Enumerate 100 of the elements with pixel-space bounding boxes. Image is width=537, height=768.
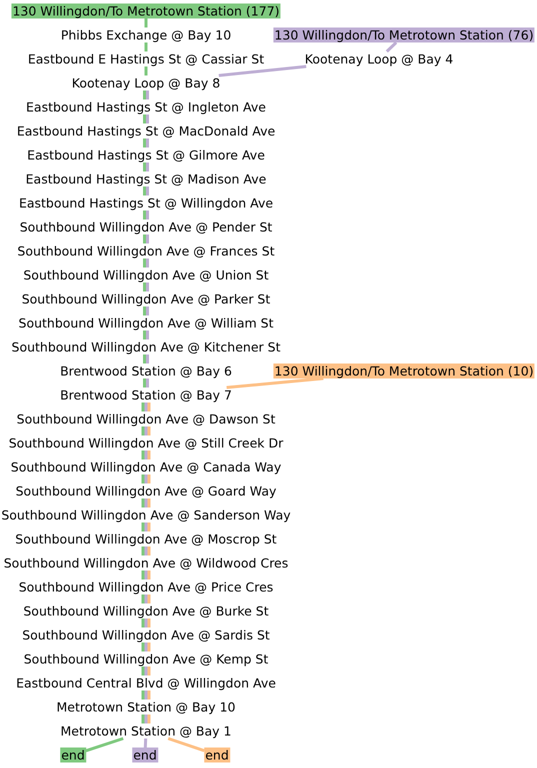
stop-label: Eastbound Hastings St @ MacDonald Ave bbox=[16, 124, 276, 138]
route-line bbox=[146, 138, 149, 148]
stop-label: Southbound Willingdon Ave @ Canada Way bbox=[10, 460, 282, 474]
route-label: 130 Willingdon/To Metrotown Station (177) bbox=[11, 4, 281, 18]
route-line bbox=[144, 642, 148, 652]
route-line bbox=[143, 378, 146, 388]
route-line bbox=[144, 714, 148, 724]
route-line bbox=[143, 354, 146, 364]
route-line bbox=[146, 330, 149, 340]
stop-label: Southbound Willingdon Ave @ Goard Way bbox=[14, 484, 278, 498]
route-line bbox=[148, 498, 150, 508]
stop-label: Southbound Willingdon Ave @ Burke St bbox=[22, 604, 270, 618]
stop-label: Southbound Willingdon Ave @ Frances St bbox=[16, 244, 276, 258]
route-line bbox=[144, 66, 148, 76]
stop-label: Southbound Willingdon Ave @ Parker St bbox=[20, 292, 272, 306]
route-line bbox=[144, 42, 148, 52]
route-line bbox=[142, 666, 144, 676]
route-line bbox=[148, 714, 150, 724]
route-line bbox=[146, 162, 149, 172]
stop-label: Kootenay Loop @ Bay 4 bbox=[304, 52, 454, 66]
route-line bbox=[144, 570, 148, 580]
route-line bbox=[143, 234, 146, 244]
stop-label: Eastbound Central Blvd @ Willingdon Ave bbox=[15, 676, 277, 690]
route-line bbox=[144, 546, 148, 556]
route-line bbox=[142, 690, 144, 700]
stop-label: Eastbound Hastings St @ Willingdon Ave bbox=[18, 196, 274, 210]
route-label: 130 Willingdon/To Metrotown Station (10) bbox=[273, 364, 535, 378]
stop-label: Kootenay Loop @ Bay 8 bbox=[70, 76, 222, 90]
route-line bbox=[146, 258, 149, 268]
route-line bbox=[143, 210, 146, 220]
route-line bbox=[148, 690, 150, 700]
stop-label: Southbound Willingdon Ave @ Dawson St bbox=[16, 412, 276, 426]
route-line bbox=[146, 282, 149, 292]
route-line bbox=[142, 546, 144, 556]
route-line bbox=[148, 402, 150, 412]
stop-label: Phibbs Exchange @ Bay 10 bbox=[60, 28, 232, 42]
route-line bbox=[142, 714, 144, 724]
stop-label: Eastbound Hastings St @ Ingleton Ave bbox=[25, 100, 267, 114]
stop-label: Southbound Willingdon Ave @ Sardis St bbox=[21, 628, 271, 642]
route-line bbox=[142, 426, 144, 436]
route-line bbox=[143, 306, 146, 316]
route-line bbox=[148, 426, 150, 436]
stop-label: Southbound Willingdon Ave @ Kemp St bbox=[22, 652, 270, 666]
route-line bbox=[148, 570, 150, 580]
route-line bbox=[143, 90, 146, 100]
route-line bbox=[85, 737, 124, 752]
stop-label: Eastbound Hastings St @ Madison Ave bbox=[24, 172, 268, 186]
route-line bbox=[146, 378, 149, 388]
stop-label: Southbound Willingdon Ave @ Pender St bbox=[18, 220, 274, 234]
route-line bbox=[148, 546, 150, 556]
stop-label: Southbound Willingdon Ave @ William St bbox=[18, 316, 274, 330]
route-line bbox=[168, 737, 205, 752]
route-line bbox=[148, 594, 150, 604]
stop-label: Brentwood Station @ Bay 6 bbox=[59, 364, 233, 378]
route-line bbox=[146, 354, 149, 364]
route-line bbox=[142, 594, 144, 604]
stop-label: Southbound Willingdon Ave @ Sanderson Way bbox=[0, 508, 292, 522]
stop-label: Southbound Willingdon Ave @ Kitchener St bbox=[10, 340, 282, 354]
route-line bbox=[144, 738, 148, 748]
route-line bbox=[148, 642, 150, 652]
stop-label: Eastbound E Hastings St @ Cassiar St bbox=[26, 52, 266, 66]
route-line bbox=[143, 114, 146, 124]
route-line bbox=[144, 474, 148, 484]
end-label: end bbox=[132, 748, 158, 762]
route-line bbox=[142, 402, 144, 412]
route-line bbox=[142, 450, 144, 460]
stop-label: Brentwood Station @ Bay 7 bbox=[59, 388, 233, 402]
route-line bbox=[146, 90, 149, 100]
stop-label: Southbound Willingdon Ave @ Union St bbox=[22, 268, 270, 282]
route-line bbox=[148, 666, 150, 676]
route-line bbox=[142, 522, 144, 532]
route-line bbox=[146, 186, 149, 196]
route-line bbox=[144, 690, 148, 700]
route-line bbox=[144, 618, 148, 628]
route-line bbox=[146, 210, 149, 220]
route-line bbox=[143, 138, 146, 148]
stop-label: Eastbound Hastings St @ Gilmore Ave bbox=[26, 148, 266, 162]
route-line bbox=[148, 474, 150, 484]
route-line bbox=[218, 65, 306, 77]
route-line bbox=[144, 18, 148, 28]
stop-label: Southbound Willingdon Ave @ Moscrop St bbox=[14, 532, 278, 546]
stop-label: Metrotown Station @ Bay 1 bbox=[60, 724, 232, 738]
stop-label: Southbound Willingdon Ave @ Price Cres bbox=[18, 580, 274, 594]
route-line bbox=[144, 426, 148, 436]
route-label: 130 Willingdon/To Metrotown Station (76) bbox=[273, 28, 535, 42]
route-line bbox=[142, 618, 144, 628]
route-line bbox=[226, 377, 324, 389]
end-label: end bbox=[204, 748, 230, 762]
route-line bbox=[148, 522, 150, 532]
route-line bbox=[142, 642, 144, 652]
route-line bbox=[143, 258, 146, 268]
route-line bbox=[146, 306, 149, 316]
route-line bbox=[386, 41, 398, 53]
route-line bbox=[143, 162, 146, 172]
route-line bbox=[144, 498, 148, 508]
route-line bbox=[148, 618, 150, 628]
route-line bbox=[142, 570, 144, 580]
route-line bbox=[146, 114, 149, 124]
stop-label: Southbound Willingdon Ave @ Still Creek Dr bbox=[8, 436, 284, 450]
route-line bbox=[144, 594, 148, 604]
